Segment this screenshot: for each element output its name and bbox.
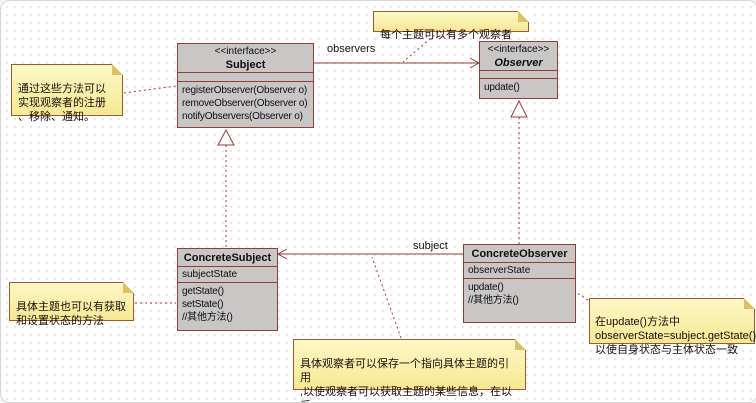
method-register-observer: registerObserver(Observer o) [182, 85, 307, 96]
method-remove-observer: removeObserver(Observer o) [182, 98, 308, 109]
class-subject-header: <<interface>> Subject [178, 44, 313, 73]
attribute-subject-state: subjectState [182, 269, 238, 280]
class-observer-header: <<interface>> Observer [480, 42, 557, 71]
method-update: update() [468, 282, 504, 293]
attribute-observer-state: observerState [468, 265, 531, 276]
note-bottom-mid-connector [371, 256, 402, 339]
note-right-connector [576, 292, 589, 301]
note-left-connector [123, 85, 177, 94]
method-get-state: getState() [182, 286, 224, 297]
generalization-concreteobserver-triangle [510, 99, 528, 118]
class-concrete-observer-methods: update() //其他方法() [464, 279, 575, 309]
note-subject-methods[interactable]: 通过这些方法可以 实现观察者的注册 、移除、通知。 [11, 64, 123, 123]
class-concrete-observer[interactable]: ConcreteObserver observerState update() … [463, 244, 576, 323]
note-observer-reference-text: 具体观察者可以保存一个指向具体主题的引用 ,以使观察者可以获取主题的某些信息，在… [300, 358, 513, 402]
note-concrete-subject-state-text: 具体主题也可以有获取 和设置状态的方法 [16, 301, 126, 327]
association-label-subject: subject [413, 240, 448, 252]
association-observers-arrowhead [469, 57, 481, 69]
class-observer-methods: update() [480, 79, 557, 96]
method-notify-observers: notifyObservers(Observer o) [182, 111, 303, 122]
note-multiple-observers[interactable]: 每个主题可以有多个观察者 [373, 11, 529, 41]
class-concrete-subject-attributes: subjectState [178, 267, 277, 283]
class-concrete-subject-methods: getState() setState() //其他方法() [178, 283, 277, 326]
class-observer-attributes [480, 71, 557, 79]
association-subject-arrowhead [276, 248, 288, 260]
note-concrete-subject-state[interactable]: 具体主题也可以有获取 和设置状态的方法 [9, 282, 134, 327]
method-other: //其他方法() [468, 295, 519, 306]
note-update-method[interactable]: 在update()方法中 observerState=subject.getSt… [589, 298, 756, 356]
generalization-concretesubject-triangle [217, 128, 235, 146]
note-subject-methods-text: 通过这些方法可以 实现观察者的注册 、移除、通知。 [18, 83, 106, 123]
method-update: update() [484, 82, 520, 93]
class-concrete-observer-name: ConcreteObserver [471, 248, 568, 260]
class-subject-methods: registerObserver(Observer o) removeObser… [178, 82, 313, 125]
class-observer-name: Observer [494, 57, 543, 69]
note-fold-icon [123, 282, 134, 293]
note-fold-icon [515, 339, 526, 350]
class-concrete-observer-attributes: observerState [464, 263, 575, 279]
class-observer[interactable]: <<interface>> Observer update() [479, 41, 558, 99]
class-subject-name: Subject [225, 59, 266, 71]
class-subject[interactable]: <<interface>> Subject registerObserver(O… [177, 43, 314, 128]
method-other: //其他方法() [182, 312, 233, 323]
note-fold-icon [744, 298, 755, 309]
class-subject-stereotype: <<interface>> [214, 46, 277, 57]
note-observer-reference[interactable]: 具体观察者可以保存一个指向具体主题的引用 ,以使观察者可以获取主题的某些信息，在… [293, 339, 526, 402]
note-update-method-text: 在update()方法中 observerState=subject.getSt… [595, 316, 756, 356]
note-fold-icon [112, 64, 123, 75]
class-observer-stereotype: <<interface>> [487, 44, 550, 55]
class-concrete-subject-name: ConcreteSubject [183, 252, 272, 264]
note-multiple-observers-text: 每个主题可以有多个观察者 [380, 29, 512, 41]
class-concrete-subject[interactable]: ConcreteSubject subjectState getState() … [177, 248, 278, 331]
association-label-observers: observers [327, 43, 376, 55]
class-concrete-subject-header: ConcreteSubject [178, 249, 277, 267]
class-concrete-observer-header: ConcreteObserver [464, 245, 575, 263]
note-fold-icon [518, 11, 529, 22]
method-set-state: setState() [182, 299, 224, 310]
class-subject-attributes [178, 73, 313, 82]
